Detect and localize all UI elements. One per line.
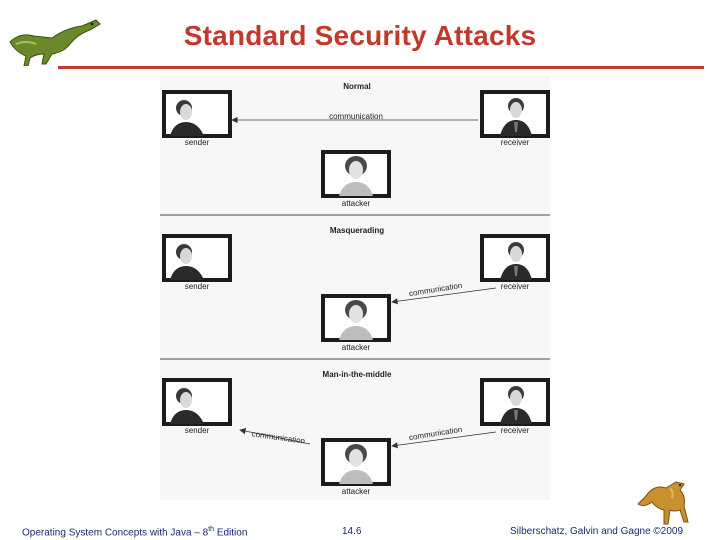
dinosaur-standing-icon <box>636 474 706 530</box>
panel-title: Masquerading <box>330 226 384 235</box>
panel-title: Normal <box>343 82 371 91</box>
attacker-label: attacker <box>342 487 371 496</box>
sender-label: sender <box>185 138 210 147</box>
title-divider <box>58 66 704 69</box>
attacker-portrait-icon <box>323 152 389 196</box>
communication-label: communication <box>329 112 383 121</box>
attacker-portrait-icon <box>323 440 389 484</box>
footer-page-number: 14.6 <box>342 526 361 537</box>
receiver-portrait-icon <box>482 380 548 424</box>
attacker-portrait-icon <box>323 296 389 340</box>
attacker-label: attacker <box>342 343 371 352</box>
footer-copyright: Silberschatz, Galvin and Gagne ©2009 <box>510 526 683 537</box>
receiver-portrait-icon <box>482 236 548 280</box>
footer-book-title: Operating System Concepts with Java – 8t… <box>22 526 247 538</box>
panel-normal: Normal sender receiver communication att… <box>160 82 550 215</box>
attacker-label: attacker <box>342 199 371 208</box>
footer-book-title-text: Operating System Concepts with Java – 8 <box>22 527 208 538</box>
security-attacks-diagram: Normal sender receiver communication att… <box>160 76 550 500</box>
receiver-label: receiver <box>501 282 530 291</box>
sender-portrait-icon <box>164 380 230 424</box>
sender-label: sender <box>185 282 210 291</box>
sender-portrait-icon <box>164 236 230 280</box>
communication-label: communication <box>408 281 463 298</box>
sender-label: sender <box>185 426 210 435</box>
communication-label-left: communication <box>251 429 306 445</box>
receiver-label: receiver <box>501 138 530 147</box>
panel-title: Man-in-the-middle <box>323 370 392 379</box>
receiver-label: receiver <box>501 426 530 435</box>
receiver-portrait-icon <box>482 92 548 136</box>
panel-masquerading: Masquerading sender receiver communicati… <box>160 226 550 359</box>
sender-portrait-icon <box>164 92 230 136</box>
panel-man-in-the-middle: Man-in-the-middle sender receiver commun… <box>164 370 548 496</box>
slide-title: Standard Security Attacks <box>0 20 720 52</box>
communication-label-right: communication <box>408 425 463 442</box>
footer-edition-text: Edition <box>214 527 247 538</box>
